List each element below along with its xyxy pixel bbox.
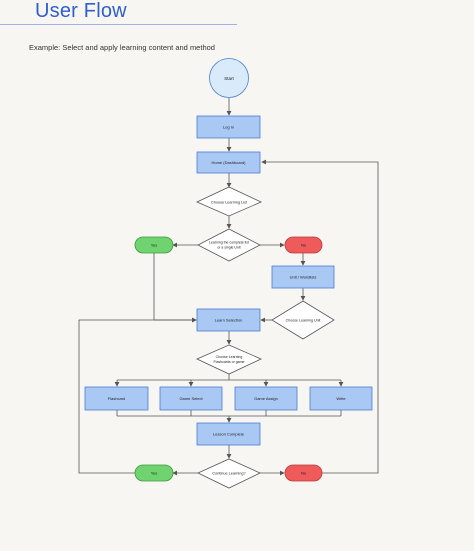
yes-top-label: Yes: [151, 243, 158, 248]
no-bottom-label: No: [301, 471, 307, 476]
yes-bottom-pill: Yes: [134, 464, 174, 482]
yes-bottom-label: Yes: [151, 471, 158, 476]
choose-unit-diamond: Choose Learning Unit: [271, 300, 335, 340]
lesson-complete-label: Lesson Complete: [213, 432, 245, 437]
home-label: Home (Dashboard): [211, 160, 246, 165]
connectors: [78, 98, 379, 476]
page-title: User Flow: [35, 0, 127, 22]
edge-yes-learn: [153, 253, 197, 323]
complete-list-label-2: or a single Unit: [217, 246, 240, 250]
choose-list-label: Choose Learning List: [211, 201, 248, 205]
write-box: Write: [309, 386, 373, 411]
game-select-box: Game Select: [159, 386, 223, 411]
game-assign-label: Game Assign: [254, 396, 278, 401]
learn-selection-box: Learn Selection: [196, 308, 261, 332]
page-subtitle: Example: Select and apply learning conte…: [29, 43, 215, 52]
log-in-label: Log In: [223, 125, 234, 130]
log-in-box: Log In: [196, 115, 261, 139]
game-select-label: Game Select: [179, 396, 203, 401]
edge-yes-loop: [78, 317, 197, 474]
choose-unit-label: Choose Learning Unit: [286, 319, 321, 323]
flashcard-box: Flashcard: [84, 386, 149, 411]
continue-label: Continue Learning?: [212, 472, 245, 476]
home-box: Home (Dashboard): [196, 151, 261, 174]
complete-list-diamond: Learning the complete list or a single U…: [197, 228, 261, 262]
game-assign-box: Game Assign: [234, 386, 298, 411]
write-label: Write: [336, 396, 346, 401]
continue-diamond: Continue Learning?: [197, 458, 261, 489]
title-divider: [0, 24, 237, 25]
choose-method-diamond: Choose Learning Flashcards or game: [196, 344, 262, 375]
learn-selection-label: Learn Selection: [215, 318, 243, 323]
lesson-complete-box: Lesson Complete: [196, 422, 261, 446]
no-top-label: No: [301, 243, 307, 248]
unit-label: Unit / Wordlists: [290, 275, 317, 280]
choose-list-diamond: Choose Learning List: [196, 186, 262, 217]
flashcard-label: Flashcard: [108, 396, 126, 401]
start-label: Start: [224, 76, 234, 81]
unit-box: Unit / Wordlists: [271, 265, 335, 289]
choose-method-label-1: Choose Learning: [216, 355, 243, 359]
no-top-pill: No: [284, 236, 323, 254]
no-bottom-pill: No: [284, 464, 323, 482]
choose-method-label-2: Flashcards or game: [214, 360, 245, 364]
edge-no-loop: [261, 159, 379, 474]
yes-top-pill: Yes: [134, 236, 174, 254]
complete-list-label-1: Learning the complete list: [209, 241, 249, 245]
start-node: Start: [209, 58, 249, 98]
